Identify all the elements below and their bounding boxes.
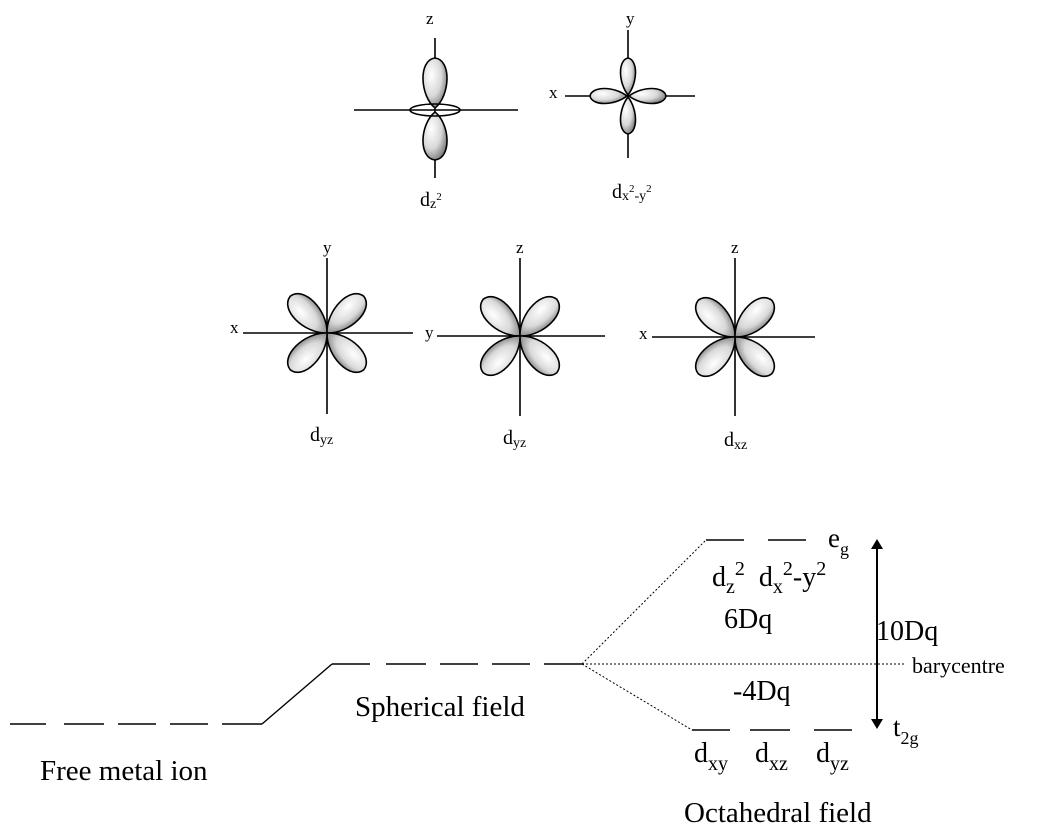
clover3-top-axis-label: z: [731, 238, 739, 257]
clover1-top-axis-label: y: [323, 238, 332, 257]
dx2y2-down-lobe: [619, 95, 637, 135]
clover2-top-axis-label: z: [516, 238, 524, 257]
dz2-label: dz2: [420, 189, 442, 212]
dz2-orbital: z dz2: [354, 9, 518, 212]
t2g-orbital-label-dyz: dyz: [816, 738, 849, 775]
cloverleaf-orbital-2: z y dyz: [425, 238, 605, 451]
dx2y2-x-label: x: [549, 83, 558, 102]
free-to-spherical-connector: [261, 663, 333, 725]
dz2-upper-lobe: [422, 57, 448, 110]
barycentre-label: barycentre: [912, 653, 1005, 678]
clover2-lobe-lr: [519, 335, 560, 376]
t2g-orbital-label-dxz: dxz: [755, 738, 788, 775]
eg-label: eg: [828, 523, 849, 559]
dx2y2-orbital: y x dx2-y2: [549, 9, 695, 204]
clover2-left-axis-label: y: [425, 323, 434, 342]
clover2-lobe-ul: [480, 296, 521, 337]
spherical-field-label: Spherical field: [355, 691, 525, 723]
dz2-torus: [409, 103, 461, 117]
eg-energy-label: 6Dq: [724, 604, 772, 635]
splitting-label: 10Dq: [876, 616, 938, 647]
clover3-label: dxz: [724, 429, 747, 453]
clover3-left-axis-label: x: [639, 324, 648, 343]
dx2y2-right-lobe: [627, 87, 667, 105]
dx2y2-up-lobe: [619, 57, 637, 97]
octahedral-field-label: Octahedral field: [684, 797, 872, 828]
t2g-label: t2g: [893, 712, 919, 748]
cloverleaf-orbital-1: y x dyz: [230, 238, 413, 448]
clover2-label: dyz: [503, 427, 526, 451]
dx2y2-y-label: y: [626, 9, 635, 28]
dz2-lower-lobe: [422, 110, 448, 161]
free-ion-label: Free metal ion: [40, 755, 208, 787]
t2g-energy-label: -4Dq: [733, 676, 791, 707]
clover1-lobe-ur: [326, 293, 367, 334]
t2g-orbital-label-dxy: dxy: [694, 738, 728, 775]
clover1-lobe-ll: [287, 332, 328, 373]
clover1-label: dyz: [310, 424, 333, 448]
dz2-axis-label: z: [426, 9, 434, 28]
dx2y2-left-lobe: [589, 87, 629, 105]
t2g-splitting-line: [581, 663, 693, 731]
clover3-lobe-lr: [734, 336, 775, 377]
clover1-lobe-ul: [287, 293, 328, 334]
clover3-lobe-ul: [695, 297, 736, 338]
clover2-lobe-ur: [519, 296, 560, 337]
clover3-lobe-ll: [695, 336, 736, 377]
clover2-lobe-ll: [480, 335, 521, 376]
dx2y2-label: dx2-y2: [612, 181, 652, 204]
clover3-lobe-ur: [734, 297, 775, 338]
clover1-lobe-lr: [326, 332, 367, 373]
cloverleaf-orbital-3: z x dxz: [639, 238, 815, 453]
eg-splitting-line: [581, 539, 707, 665]
clover1-left-axis-label: x: [230, 318, 239, 337]
energy-diagram: Free metal ion Spherical field Octahedra…: [10, 523, 1005, 828]
